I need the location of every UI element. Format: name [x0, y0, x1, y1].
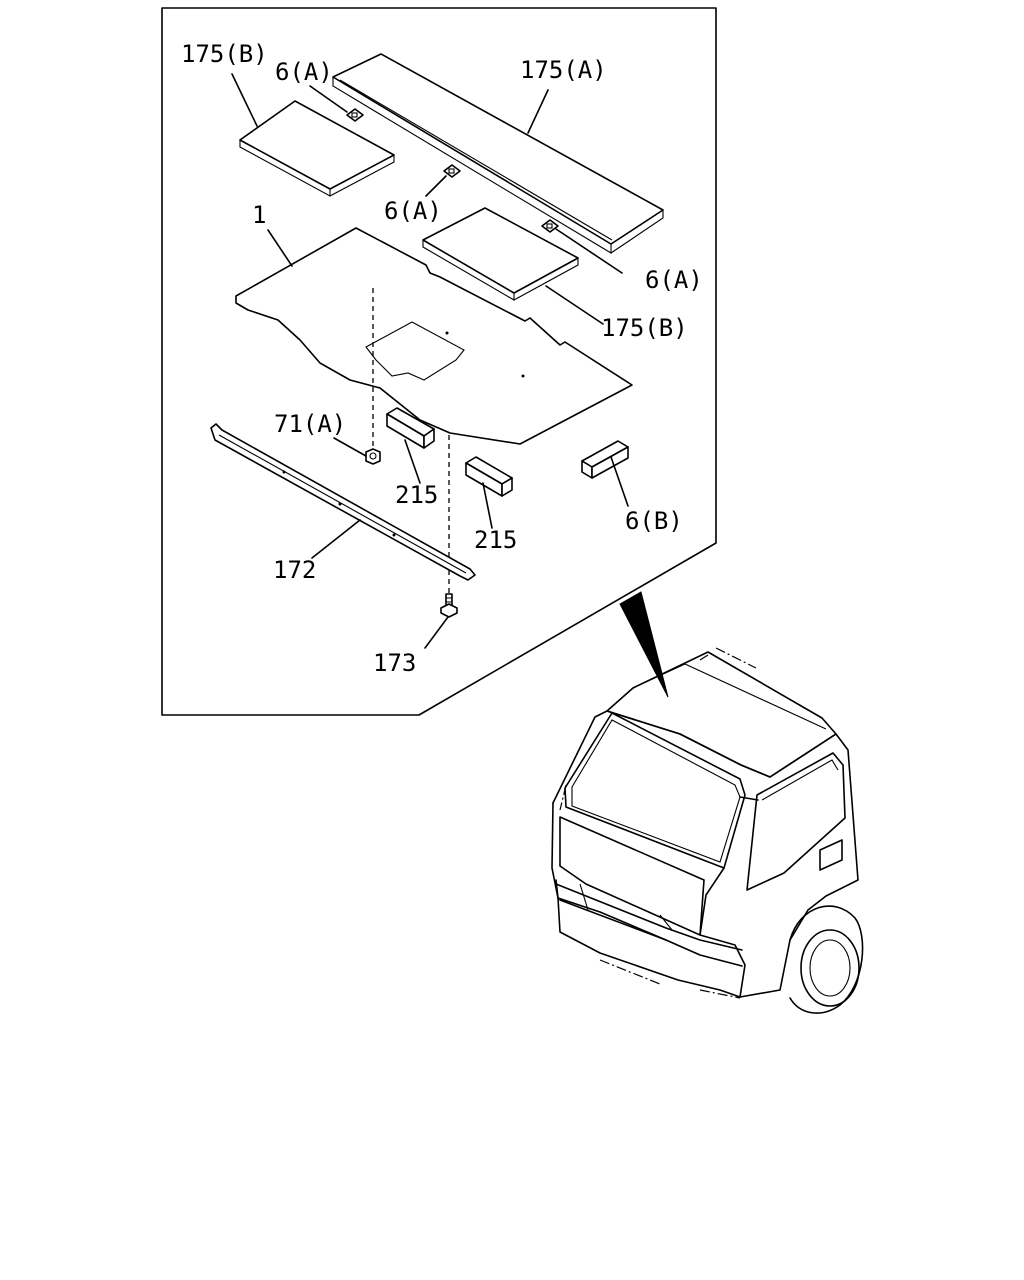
truck-cab — [551, 647, 864, 1014]
label-173: 173 — [373, 649, 416, 677]
clip-6a-1 — [346, 108, 364, 122]
label-175b-top: 175(B) — [181, 40, 268, 68]
leader-lines — [231, 73, 629, 649]
label-215-left: 215 — [395, 481, 438, 509]
headliner-strip-175a — [332, 53, 664, 254]
block-215-right — [465, 456, 513, 497]
clip-6a-3 — [541, 219, 559, 233]
detail-frame — [161, 7, 717, 716]
label-6b: 6(B) — [625, 507, 683, 535]
pad-175b-top — [239, 100, 395, 197]
label-215-right: 215 — [474, 526, 517, 554]
headliner-1 — [235, 227, 633, 445]
clip-6a-2 — [443, 164, 461, 178]
label-175b-right: 175(B) — [601, 314, 688, 342]
pad-175b-right — [422, 207, 579, 301]
label-175a: 175(A) — [520, 56, 607, 84]
label-1: 1 — [252, 201, 266, 229]
label-172: 172 — [273, 556, 316, 584]
label-6a-mid: 6(A) — [384, 197, 442, 225]
label-6a-top: 6(A) — [275, 58, 333, 86]
label-6a-right: 6(A) — [645, 266, 703, 294]
block-6b — [581, 440, 629, 479]
block-215-left — [386, 407, 435, 449]
label-71a: 71(A) — [274, 410, 346, 438]
screw-173 — [440, 593, 458, 618]
molding-172 — [210, 423, 476, 581]
nut-71a — [365, 448, 381, 465]
pointer-wedge — [619, 591, 669, 698]
